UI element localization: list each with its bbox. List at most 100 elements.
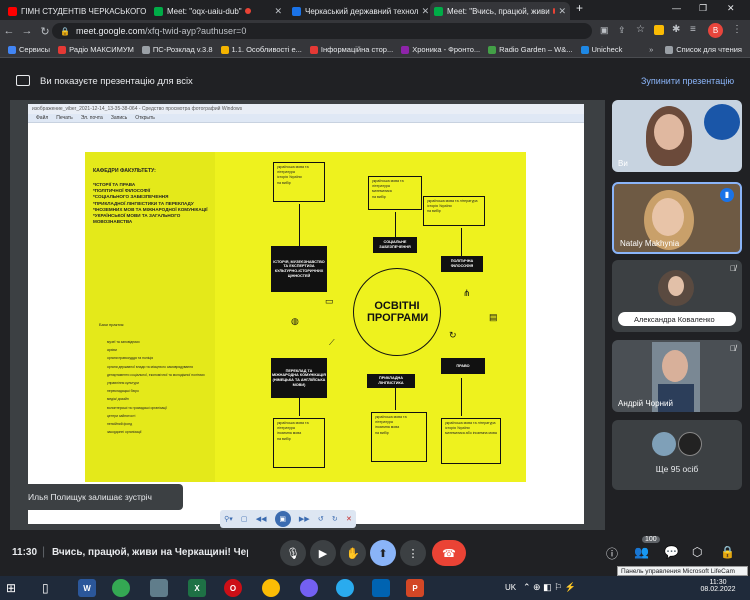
more-participants-tile[interactable]: Ще 95 осіб <box>612 420 742 490</box>
bookmark-icon <box>401 45 410 54</box>
more-options-button[interactable]: ⋮ <box>400 540 426 566</box>
program-subjects-box: українська мова та література іноземна м… <box>273 418 325 468</box>
tray-tooltip: Панель управления Microsoft LifeCam <box>617 566 748 576</box>
rotate-right-icon[interactable]: ↻ <box>331 516 338 523</box>
language-indicator[interactable]: UK <box>505 583 517 592</box>
minimize-button[interactable]: — <box>672 3 681 13</box>
participant-tile-oleksandra[interactable]: 🎙̸ Александра Коваленко <box>612 260 742 332</box>
previous-icon[interactable]: ◀◀ <box>255 516 267 523</box>
bookmark-info[interactable]: Інформаційна стор... <box>309 45 393 54</box>
bookmark-radio[interactable]: Радіо МАКСИМУМ <box>58 45 134 54</box>
taskbar-word[interactable]: W <box>78 579 96 597</box>
taskbar-telegram[interactable] <box>336 579 354 597</box>
task-view-icon[interactable]: ▯ <box>42 581 49 595</box>
star-icon[interactable]: ☆ <box>636 24 645 35</box>
bookmark-unicheck[interactable]: Unicheck <box>580 45 622 54</box>
menu-open[interactable]: Открыть <box>135 115 155 121</box>
meet-bottom-bar: 11:30 | Вчись, працюй, живи на Черкащині… <box>0 538 750 568</box>
participant-tile-andrii[interactable]: 🎙̸ Андрій Чорний <box>612 340 742 412</box>
close-icon[interactable]: ✕ <box>274 5 282 16</box>
raise-hand-button[interactable]: ✋ <box>340 540 366 566</box>
bookmark-icon <box>309 45 318 54</box>
bookmark-radio-garden[interactable]: Radio Garden – W&... <box>488 45 573 54</box>
program-label: СОЦІАЛЬНЕ ЗАБЕЗПЕЧЕННЯ <box>373 237 417 253</box>
puzzle-icon[interactable]: ✱ <box>672 24 681 35</box>
taskbar-powerpoint[interactable]: P <box>406 579 424 597</box>
maximize-button[interactable]: ❐ <box>699 3 708 13</box>
tab-university[interactable]: Черкаський державний технол ✕ <box>288 2 428 20</box>
zoom-icon[interactable]: ⚲▾ <box>224 516 233 523</box>
recording-icon <box>552 8 556 14</box>
stop-presenting-button[interactable]: Зупинити презентацію <box>641 76 735 86</box>
bookmark-schedule[interactable]: ПС-Розклад v.3.8 <box>141 45 213 54</box>
windows-start-icon[interactable]: ⊞ <box>6 581 17 595</box>
connector-line <box>461 378 462 416</box>
tab-youtube[interactable]: ГІМН СТУДЕНТІВ ЧЕРКАСЬКОГО ✕ <box>4 2 150 20</box>
bookmarks-bar: Сервисы Радіо МАКСИМУМ ПС-Розклад v.3.8 … <box>0 42 750 58</box>
next-icon[interactable]: ▶▶ <box>298 516 310 523</box>
menu-icon[interactable]: ⋮ <box>732 24 742 35</box>
people-icon[interactable]: 👥 <box>634 545 649 559</box>
mic-button[interactable]: 🎙 <box>280 540 306 566</box>
speaking-icon: ▮ <box>720 188 734 202</box>
taskbar-calc[interactable] <box>150 579 168 597</box>
slideshow-button[interactable]: ▣ <box>274 511 291 527</box>
truck-icon: ▤ <box>489 312 498 322</box>
chat-icon[interactable]: 💬 <box>664 545 679 559</box>
fit-icon[interactable]: ▢ <box>240 516 248 523</box>
tray-icons[interactable]: ⌃ ⊕ ◧ ⚐ ⚡ <box>523 582 576 592</box>
tab-title: Черкаський державний технол <box>305 6 419 16</box>
reload-icon[interactable]: ↻ <box>40 25 50 38</box>
participant-tile-self[interactable]: Ви <box>612 100 742 172</box>
participant-tile-nataly[interactable]: ▮ Nataly Makhynia <box>612 182 742 254</box>
url-host: meet.google.com <box>75 26 146 36</box>
camera-button[interactable]: ▶ <box>310 540 336 566</box>
present-button[interactable]: ⬆ <box>370 540 396 566</box>
window-close-button[interactable]: ✕ <box>727 3 735 13</box>
camera-indicator-icon[interactable]: ▣ <box>600 25 609 35</box>
taskbar-excel[interactable]: X <box>188 579 206 597</box>
menu-email[interactable]: Эл. почта <box>80 115 103 121</box>
back-icon[interactable]: ← <box>3 25 15 37</box>
taskbar-photos[interactable] <box>372 579 390 597</box>
hierarchy-icon: ⋔ <box>463 288 471 298</box>
globe-icon: ◍ <box>291 316 299 326</box>
activities-icon[interactable]: ⬡ <box>692 545 703 559</box>
menu-print[interactable]: Печать <box>56 115 73 121</box>
share-icon[interactable]: ⇪ <box>618 25 626 35</box>
viewer-menu: Файл Печать Эл. почта Запись Открыть <box>28 114 584 123</box>
leave-call-button[interactable]: ☎ <box>432 540 466 566</box>
bookmark-chronicle[interactable]: Хроника - Фронто... <box>401 45 480 54</box>
tab-title: Meet: "oqx-uaiu-dub" <box>167 6 242 16</box>
close-icon[interactable]: ✕ <box>558 5 566 16</box>
lock-icon: 🔒 <box>60 26 70 36</box>
menu-burn[interactable]: Запись <box>110 115 128 121</box>
forward-icon[interactable]: → <box>21 25 33 37</box>
close-icon[interactable]: ✕ <box>421 5 428 16</box>
bookmark-icon <box>141 45 150 54</box>
tab-meet-active[interactable]: Meet: "Вчись, працюй, живи ✕ <box>430 2 570 20</box>
meeting-title: Вчись, працюй, живи на Черкащині! Черк..… <box>52 547 248 558</box>
extension-icon[interactable] <box>654 25 664 35</box>
taskbar-viber[interactable] <box>300 579 318 597</box>
url-field[interactable]: 🔒 meet.google.com /xfq-twid-ayp?authuser… <box>52 23 592 39</box>
taskbar-chrome-2[interactable] <box>112 579 130 597</box>
clock[interactable]: 11:30 08.02.2022 <box>700 579 736 593</box>
reading-list[interactable]: Список для чтения <box>665 45 742 54</box>
delete-icon[interactable]: ✕ <box>345 516 352 523</box>
rotate-left-icon[interactable]: ↺ <box>317 516 324 523</box>
site-icon <box>292 6 301 16</box>
menu-file[interactable]: Файл <box>36 115 49 121</box>
new-tab-button[interactable]: + <box>576 1 584 15</box>
connector-line <box>299 204 300 246</box>
list-icon[interactable]: ≡ <box>690 24 696 35</box>
taskbar-opera[interactable]: O <box>224 579 242 597</box>
info-icon[interactable]: ⓘ <box>606 547 619 561</box>
profile-avatar[interactable]: В <box>708 23 723 38</box>
more-bookmarks-icon[interactable]: » <box>649 45 654 54</box>
bookmark-apps[interactable]: Сервисы <box>8 45 50 54</box>
taskbar-chrome[interactable] <box>262 579 280 597</box>
bookmark-course[interactable]: 1.1. Особливості е... <box>220 45 302 54</box>
tab-meet-1[interactable]: Meet: "oqx-uaiu-dub" ✕ <box>150 2 286 20</box>
host-controls-icon[interactable]: 🔒 <box>720 545 735 559</box>
